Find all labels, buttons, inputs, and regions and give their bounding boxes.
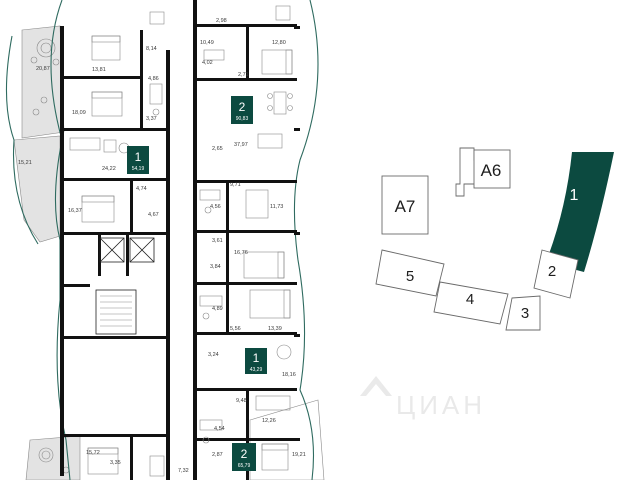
building-label: 5: [406, 268, 414, 285]
apartment-rooms: 2: [241, 447, 248, 461]
room-area: 3,61: [212, 238, 223, 244]
room-area: 4,74: [136, 186, 147, 192]
room-area: 4,54: [214, 426, 225, 432]
furniture: [69, 5, 293, 477]
watermark: ЦИАН: [360, 376, 486, 420]
apartment-rooms: 2: [239, 100, 246, 114]
building-label: 4: [466, 291, 474, 308]
room-area: 18,16: [282, 372, 296, 378]
room-area: 8,14: [146, 46, 157, 52]
room-area: 4,89: [212, 306, 223, 312]
room-area: 16,37: [68, 208, 82, 214]
room-area: 15,21: [18, 160, 32, 166]
walls: [60, 0, 300, 480]
room-area-labels: 20,87 13,81 8,14 2,98 10,49 12,80 4,86 4…: [18, 18, 306, 474]
room-area: 2,87: [212, 452, 223, 458]
apartment-area: 43,29: [250, 367, 263, 373]
apartment-rooms: 1: [135, 150, 142, 164]
room-area: 12,80: [272, 40, 286, 46]
room-area: 16,76: [234, 250, 248, 256]
apartment-area: 54,19: [132, 166, 145, 172]
room-area: 13,81: [92, 67, 106, 73]
apartment-area: 65,79: [238, 463, 251, 469]
building-5[interactable]: 5: [375, 249, 445, 297]
building-label: 2: [548, 263, 556, 280]
room-area: 2,71: [238, 72, 249, 78]
apartment-badge[interactable]: 2 90,83: [231, 96, 253, 124]
room-area: 11,73: [270, 204, 283, 210]
apartment-badge[interactable]: 2 65,79: [232, 443, 256, 471]
room-area: 9,71: [230, 182, 241, 188]
building-label: A6: [481, 161, 502, 180]
building-a6[interactable]: A6: [455, 147, 511, 197]
apartment-badge[interactable]: 1 54,19: [127, 146, 149, 174]
room-area: 3,35: [110, 460, 121, 466]
room-area: 2,98: [216, 18, 227, 24]
room-area: 2,65: [212, 146, 223, 152]
room-area: 4,02: [202, 60, 213, 66]
room-area: 4,56: [210, 204, 221, 210]
building-label: 3: [521, 305, 529, 322]
room-area: 3,24: [208, 352, 219, 358]
room-area: 4,67: [148, 212, 159, 218]
apartment-badge[interactable]: 1 43,29: [245, 348, 267, 374]
building-2[interactable]: 2: [533, 249, 579, 299]
building-4[interactable]: 4: [433, 281, 509, 325]
room-area: 10,49: [200, 40, 214, 46]
room-area: 3,84: [210, 264, 221, 270]
room-area: 7,32: [178, 468, 189, 474]
apartment-area: 90,83: [236, 116, 249, 122]
apartment-rooms: 1: [253, 351, 260, 365]
room-area: 15,72: [86, 450, 100, 456]
building-label: A7: [395, 197, 416, 216]
building-1-selected[interactable]: 1: [546, 152, 614, 272]
room-area: 12,26: [262, 418, 276, 424]
building-a7[interactable]: A7: [381, 175, 429, 235]
watermark-text: ЦИАН: [396, 390, 486, 420]
building-3[interactable]: 3: [505, 295, 541, 331]
room-area: 24,22: [102, 166, 116, 172]
room-area: 5,56: [230, 326, 241, 332]
room-area: 9,48: [236, 398, 247, 404]
core: [95, 237, 155, 335]
building-label: 1: [570, 187, 579, 204]
room-area: 20,87: [36, 66, 50, 72]
room-area: 37,97: [234, 142, 248, 148]
room-area: 19,21: [292, 452, 306, 458]
room-area: 18,09: [72, 110, 86, 116]
room-area: 3,37: [146, 116, 157, 122]
room-area: 4,86: [148, 76, 159, 82]
room-area: 13,39: [268, 326, 282, 332]
facade-lines: [5, 0, 319, 480]
site-plan: A6 A7 1 2 3 4 5: [375, 147, 614, 331]
